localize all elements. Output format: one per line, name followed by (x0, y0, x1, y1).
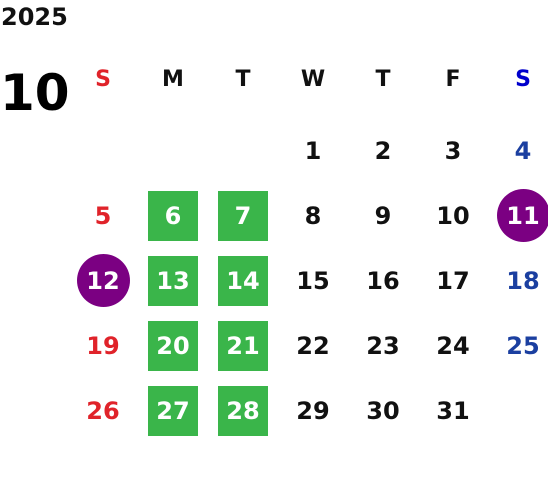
day-number: 23 (366, 331, 400, 360)
calendar-day-cell[interactable]: 28 (208, 378, 278, 443)
day-number: 4 (514, 136, 532, 165)
calendar-day-cell[interactable]: 5 (68, 183, 138, 248)
calendar-day-cell[interactable]: 2 (348, 118, 418, 183)
highlighted-day-number: 6 (148, 190, 198, 241)
calendar-empty-cell (208, 118, 278, 183)
calendar-day-cell[interactable]: 27 (138, 378, 208, 443)
day-number: 10 (436, 201, 470, 230)
calendar-day-cell[interactable]: 18 (488, 248, 548, 313)
calendar-day-cell[interactable]: 4 (488, 118, 548, 183)
calendar-day-cell[interactable]: 3 (418, 118, 488, 183)
calendar-day-cell[interactable]: 1 (278, 118, 348, 183)
day-number: 31 (436, 396, 470, 425)
highlighted-day-number: 21 (218, 320, 268, 371)
day-number: 25 (506, 331, 540, 360)
highlighted-day-number: 13 (148, 255, 198, 306)
calendar-day-cell[interactable]: 14 (208, 248, 278, 313)
day-number: 15 (296, 266, 330, 295)
highlighted-day-number: 12 (76, 254, 130, 307)
calendar-day-cell[interactable]: 16 (348, 248, 418, 313)
weekday-label-thursday: T (375, 67, 391, 92)
highlighted-day-number: 27 (148, 385, 198, 436)
calendar-empty-cell (488, 378, 548, 443)
calendar-day-cell[interactable]: 25 (488, 313, 548, 378)
day-number: 1 (304, 136, 322, 165)
day-number: 26 (86, 396, 120, 425)
highlighted-day-number: 28 (218, 385, 268, 436)
highlighted-day-number: 11 (496, 189, 548, 242)
weekday-label-saturday: S (515, 67, 531, 92)
day-number: 24 (436, 331, 470, 360)
calendar-day-cell[interactable]: 6 (138, 183, 208, 248)
calendar-empty-cell (68, 118, 138, 183)
day-number: 8 (304, 201, 322, 230)
highlighted-day-number: 20 (148, 320, 198, 371)
day-number: 22 (296, 331, 330, 360)
calendar-day-cell[interactable]: 31 (418, 378, 488, 443)
weekday-label-tuesday: T (235, 67, 251, 92)
calendar-day-cell[interactable]: 20 (138, 313, 208, 378)
day-number: 17 (436, 266, 470, 295)
calendar-day-cell[interactable]: 9 (348, 183, 418, 248)
calendar-day-cell[interactable]: 13 (138, 248, 208, 313)
highlighted-day-number: 14 (218, 255, 268, 306)
calendar-day-cell[interactable]: 17 (418, 248, 488, 313)
calendar-empty-cell (138, 118, 208, 183)
calendar-day-cell[interactable]: 11 (488, 183, 548, 248)
calendar-month: 10 (0, 64, 70, 122)
day-number: 30 (366, 396, 400, 425)
highlighted-day-number: 7 (218, 190, 268, 241)
calendar-day-cell[interactable]: 29 (278, 378, 348, 443)
day-number: 5 (94, 201, 112, 230)
day-number: 2 (374, 136, 392, 165)
day-number: 9 (374, 201, 392, 230)
calendar-day-cell[interactable]: 24 (418, 313, 488, 378)
calendar-year: 2025 (1, 3, 68, 31)
calendar-day-cell[interactable]: 30 (348, 378, 418, 443)
calendar-day-cell[interactable]: 22 (278, 313, 348, 378)
weekday-label-friday: F (445, 67, 461, 92)
calendar-day-cell[interactable]: 26 (68, 378, 138, 443)
calendar-day-cell[interactable]: 12 (68, 248, 138, 313)
calendar-day-cell[interactable]: 8 (278, 183, 348, 248)
calendar-day-cell[interactable]: 23 (348, 313, 418, 378)
day-number: 18 (506, 266, 540, 295)
calendar-day-cell[interactable]: 15 (278, 248, 348, 313)
day-number: 16 (366, 266, 400, 295)
weekday-label-wednesday: W (300, 67, 326, 92)
weekday-label-monday: M (162, 67, 184, 92)
calendar-day-cell[interactable]: 21 (208, 313, 278, 378)
day-number: 19 (86, 331, 120, 360)
calendar-day-cell[interactable]: 7 (208, 183, 278, 248)
weekday-label-sunday: S (95, 67, 111, 92)
calendar-day-cell[interactable]: 19 (68, 313, 138, 378)
day-number: 3 (444, 136, 462, 165)
calendar-day-cell[interactable]: 10 (418, 183, 488, 248)
day-number: 29 (296, 396, 330, 425)
